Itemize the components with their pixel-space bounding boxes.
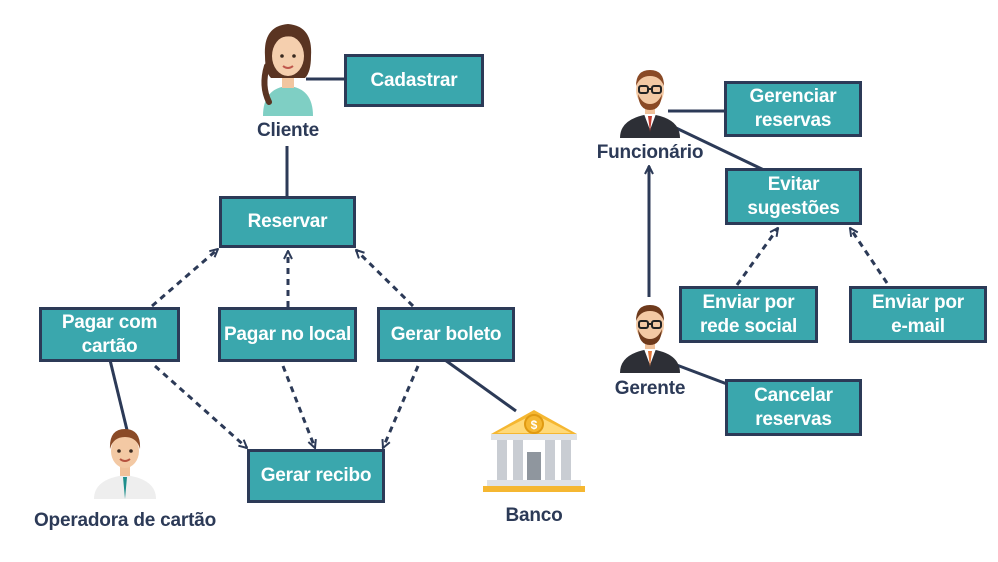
man-avatar-icon: [94, 429, 156, 499]
assoc-gerar-boleto-banco: [444, 358, 517, 413]
man-glasses-suit-icon: [620, 305, 680, 373]
use-case-enviar-rede-social: Enviar por rede social: [679, 286, 818, 343]
use-case-gerenciar-reservas: Gerenciar reservas: [724, 81, 862, 137]
dep-pagar-cartao-recibo: [154, 364, 247, 448]
actor-label-gerente: Gerente: [614, 378, 686, 399]
woman-avatar-icon: [261, 24, 313, 116]
actor-label-banco: Banco: [505, 505, 563, 526]
actor-label-cliente: Cliente: [257, 120, 319, 141]
actor-label-operadora: Operadora de cartão: [33, 510, 217, 531]
bank-building-icon: $: [483, 410, 585, 492]
use-case-gerar-recibo: Gerar recibo: [247, 449, 385, 503]
use-case-reservar: Reservar: [219, 196, 356, 248]
actor-label-funcionario: Funcionário: [596, 142, 704, 163]
assoc-pagar-cartao-operadora: [108, 359, 129, 431]
dep-gerar-boleto-recibo: [383, 365, 420, 448]
use-case-evitar-sugestoes: Evitar sugestões: [725, 168, 862, 225]
use-case-pagar-com-cartao: Pagar com cartão: [39, 307, 180, 362]
svg-text:$: $: [531, 418, 538, 432]
assoc-gerente-cancelar: [673, 362, 728, 386]
use-case-cancelar-reservas: Cancelar reservas: [725, 379, 862, 436]
use-case-enviar-email: Enviar por e-mail: [849, 286, 987, 343]
dep-email-evitar: [850, 228, 889, 284]
dep-pagar-local-recibo: [281, 365, 315, 448]
use-case-cadastrar: Cadastrar: [344, 54, 484, 107]
use-case-gerar-boleto: Gerar boleto: [377, 307, 515, 362]
man-glasses-suit-icon: [620, 70, 680, 138]
dep-rede-social-evitar: [735, 228, 778, 286]
assoc-funcionario-evitar: [673, 125, 767, 173]
use-case-pagar-no-local: Pagar no local: [218, 307, 357, 362]
dep-pagar-cartao-reservar: [151, 249, 218, 308]
dep-gerar-boleto-reservar: [356, 250, 415, 308]
